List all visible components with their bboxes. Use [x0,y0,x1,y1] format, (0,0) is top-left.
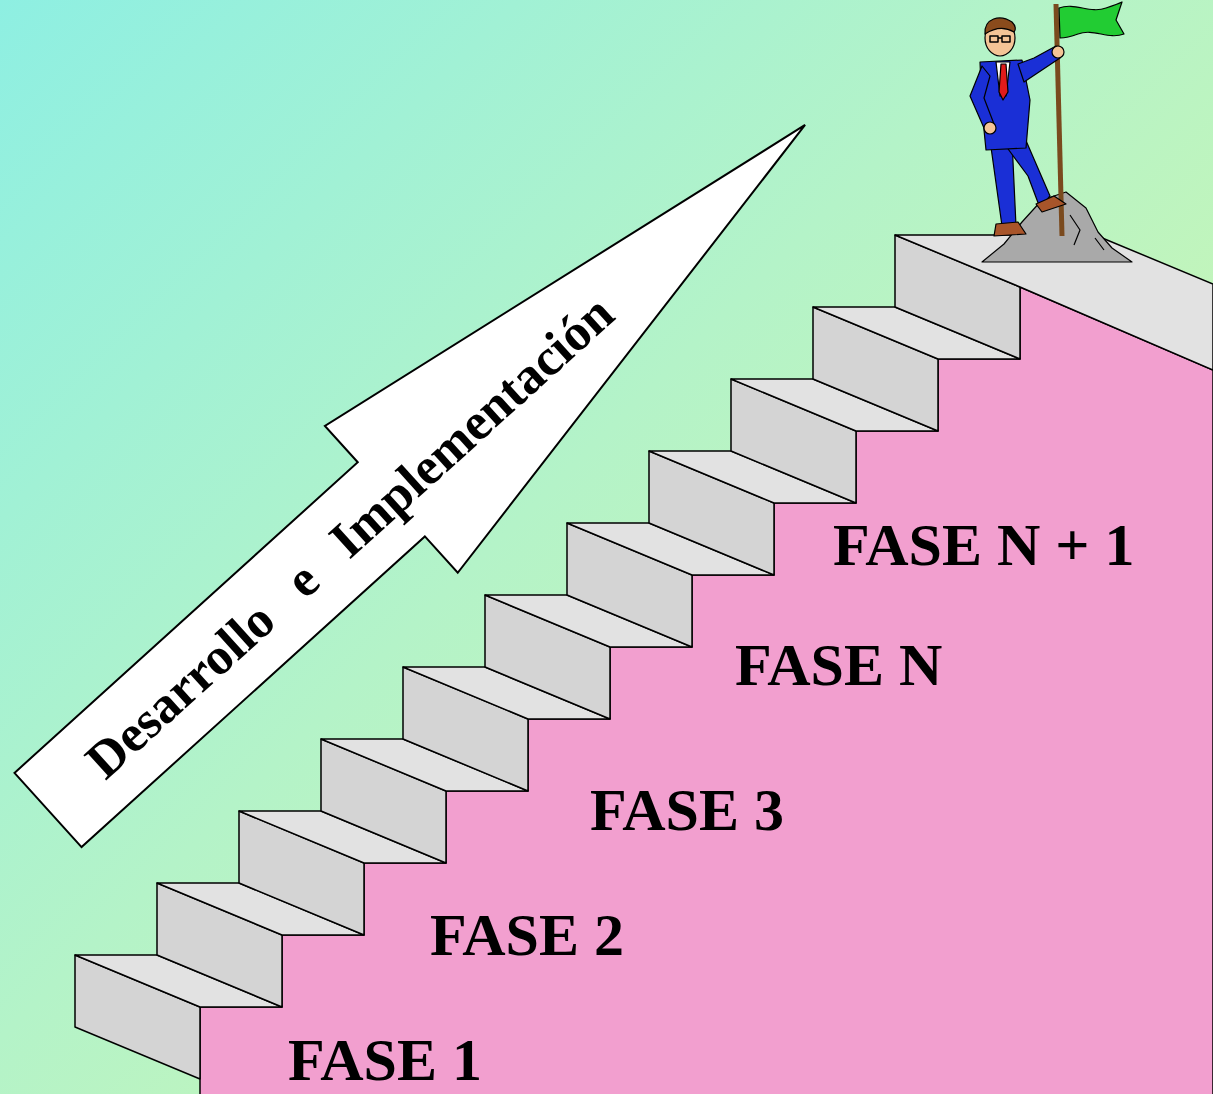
climber-figure [970,2,1132,262]
phase-label: FASE 3 [590,780,784,840]
hand [1052,46,1064,58]
phase-label-box: FASE 1 [288,1030,482,1090]
phase-label-box: FASE 2 [430,905,624,965]
tie [999,64,1008,100]
phase-label: FASE N + 1 [833,515,1134,575]
shoe [994,222,1026,236]
phase-label-box: FASE N [735,635,942,695]
hand [984,122,996,134]
staircase [75,235,1213,1094]
rock-crack [1070,215,1104,250]
shoe [1036,196,1066,212]
phase-label-box: FASE 3 [590,780,784,840]
phase-label: FASE 2 [430,905,624,965]
flag [1059,2,1124,38]
phase-label: FASE 1 [288,1030,482,1090]
hair [985,18,1015,34]
arm [970,66,994,128]
phase-label-box: FASE N + 1 [833,515,1134,575]
glasses [990,36,1010,42]
phase-label: FASE N [735,635,942,695]
arrow-outline [0,52,872,884]
